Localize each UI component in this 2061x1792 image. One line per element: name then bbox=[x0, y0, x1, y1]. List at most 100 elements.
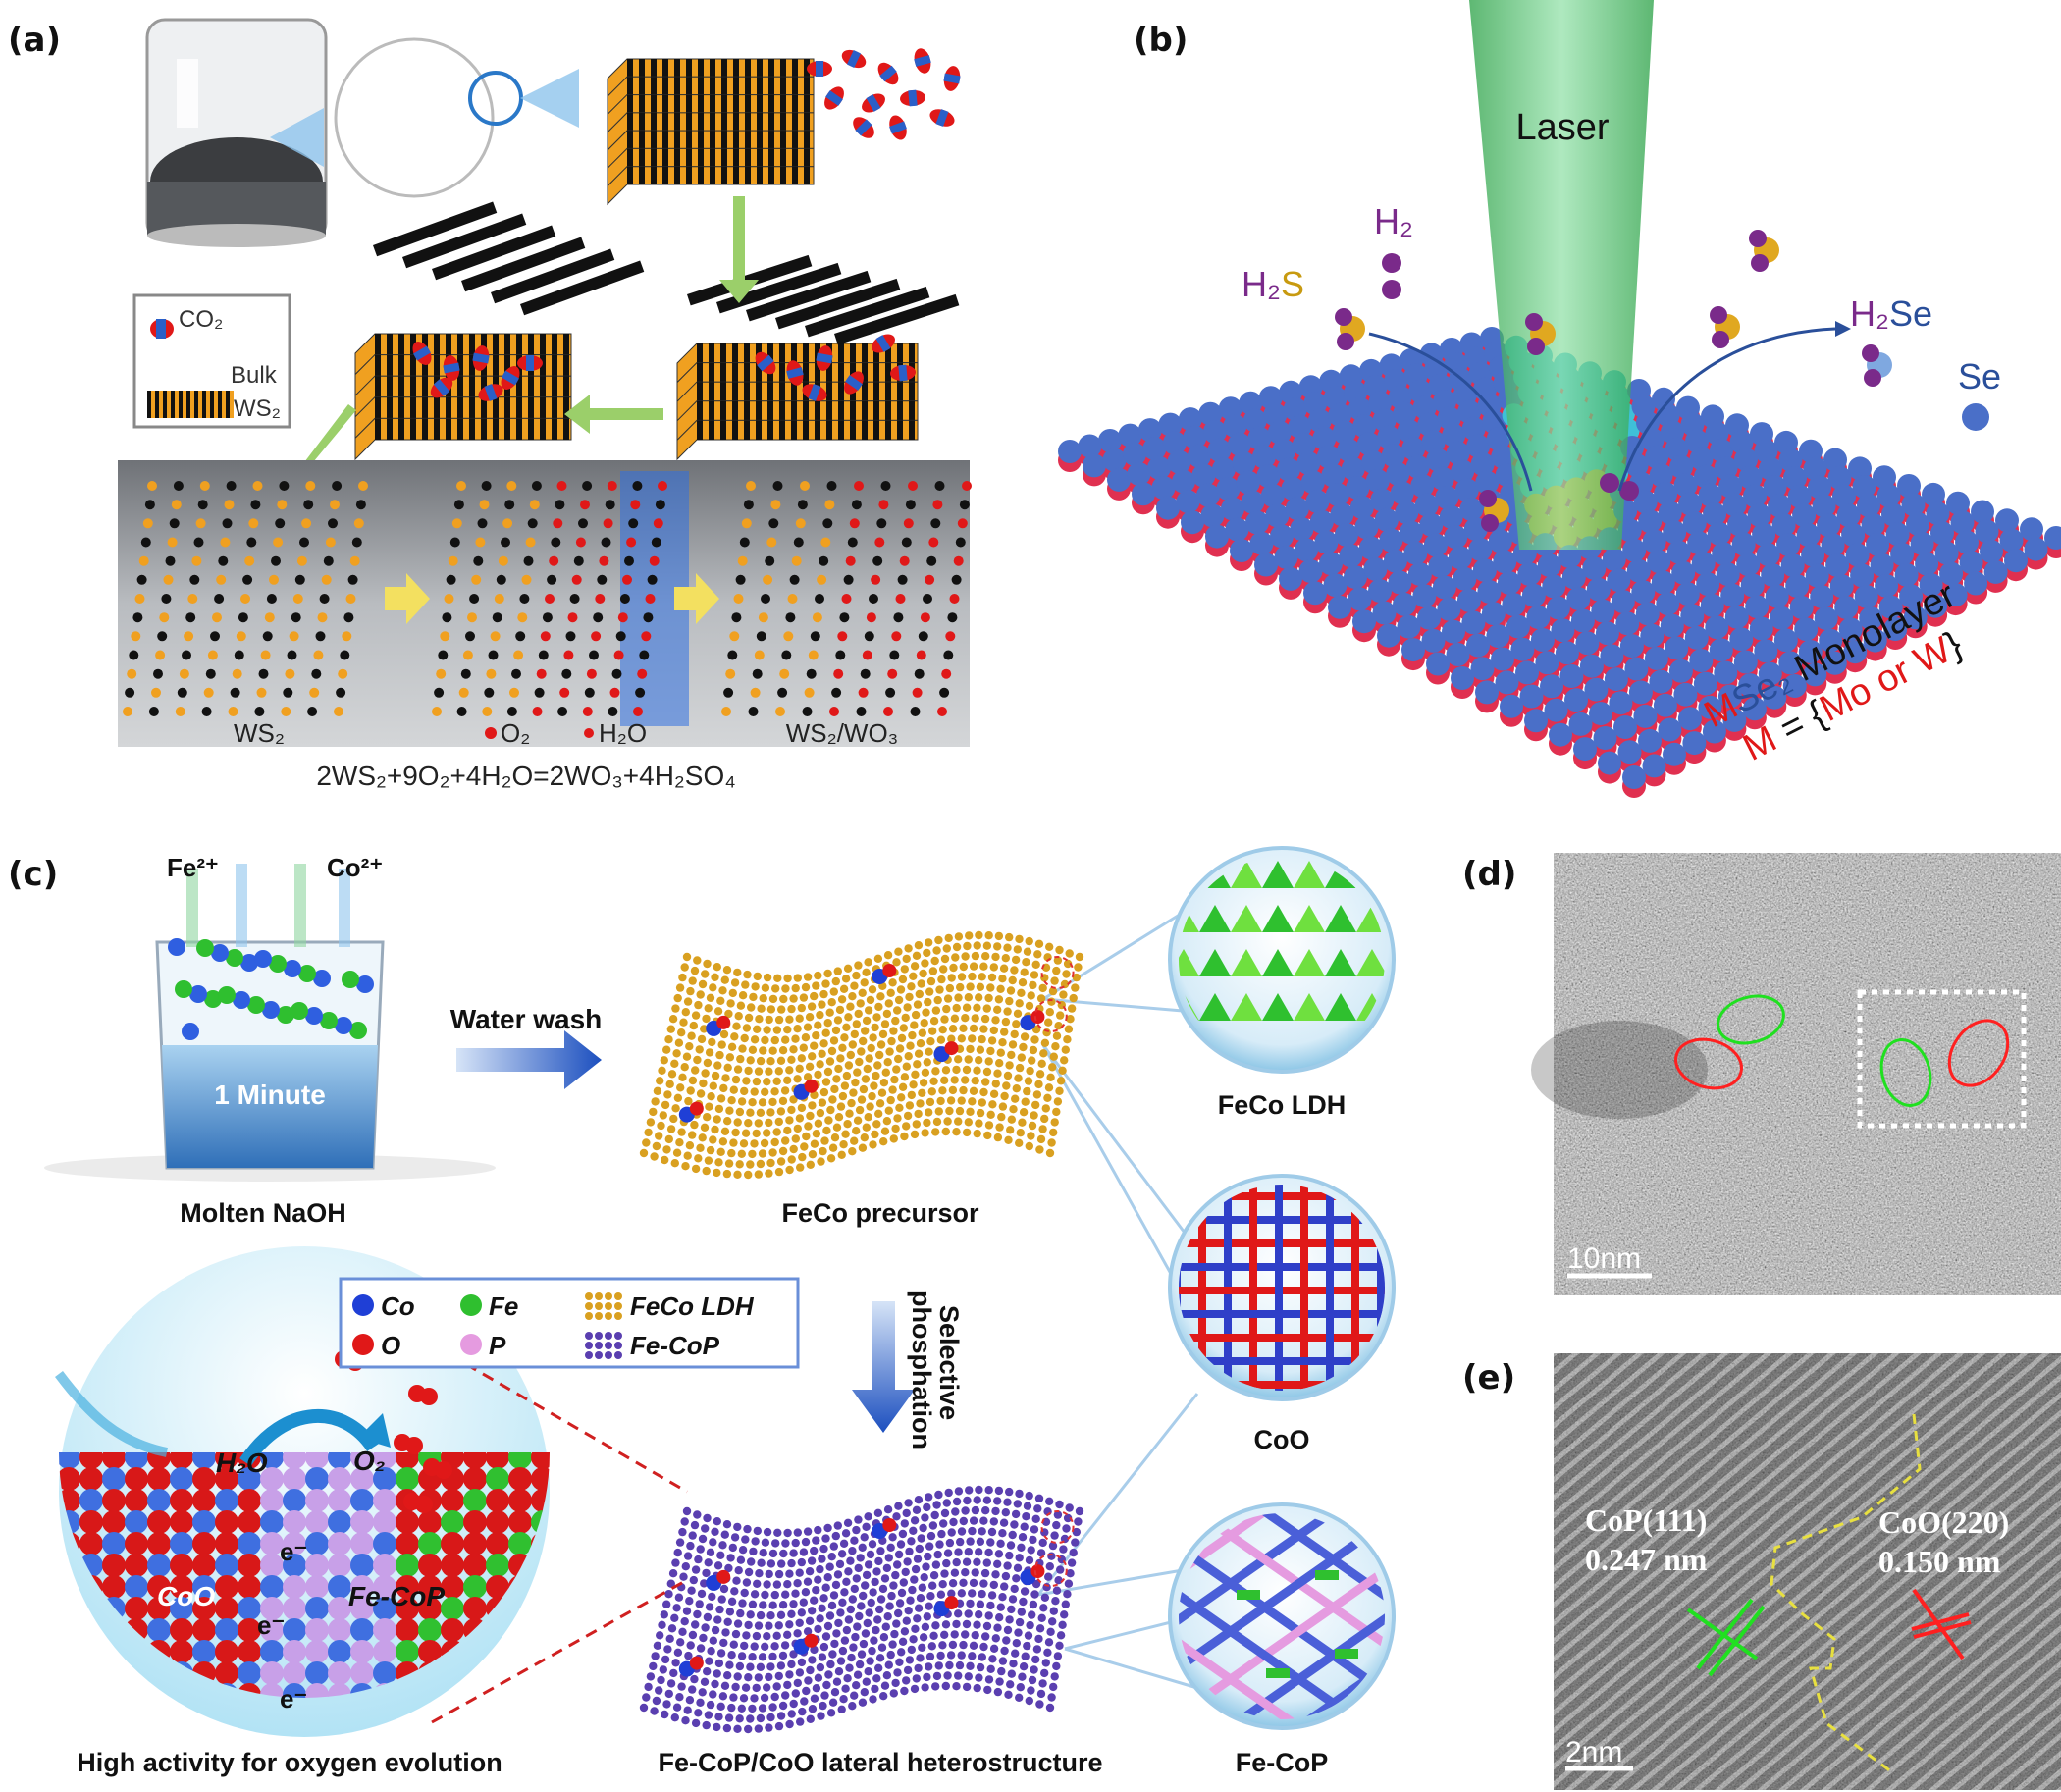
sheet-atom bbox=[978, 973, 986, 981]
sheet-atom bbox=[1071, 1538, 1080, 1547]
ws2-stripe bbox=[720, 400, 726, 421]
se-atom bbox=[1586, 577, 1611, 602]
sheet-atom bbox=[890, 1075, 899, 1084]
se-atom bbox=[1638, 509, 1663, 534]
sheet-atom bbox=[716, 996, 725, 1005]
sheet-atom bbox=[1035, 1070, 1045, 1079]
autoclave-jar-illustration bbox=[145, 18, 328, 247]
sheet-atom bbox=[871, 1684, 879, 1694]
ws2-stripe bbox=[756, 362, 762, 383]
sheet-atom bbox=[812, 981, 820, 990]
sheet-atom bbox=[925, 1097, 935, 1107]
sheet-atom bbox=[879, 1633, 889, 1642]
lattice-atom bbox=[571, 574, 582, 585]
sheet-atom bbox=[713, 1722, 721, 1732]
o-atom bbox=[1030, 1564, 1045, 1579]
sheet-atom bbox=[1027, 991, 1035, 1000]
sheet-atom bbox=[756, 1108, 766, 1118]
surface-atom bbox=[192, 1640, 216, 1663]
sheet-atom bbox=[908, 1030, 917, 1040]
sheet-atom bbox=[673, 1648, 683, 1658]
lattice-atom bbox=[517, 612, 528, 623]
sheet-atom bbox=[722, 1520, 732, 1529]
se-atom bbox=[1555, 641, 1579, 665]
sheet-atom bbox=[746, 1610, 755, 1619]
se-atom bbox=[1617, 740, 1642, 764]
ws2-stripe bbox=[469, 334, 475, 355]
lattice-atom bbox=[633, 707, 643, 716]
lattice-atom bbox=[651, 537, 661, 548]
sheet-atom bbox=[1025, 1696, 1034, 1706]
lattice-atom bbox=[864, 631, 874, 642]
sheet-atom bbox=[1017, 1608, 1027, 1616]
se-atom bbox=[1656, 592, 1680, 616]
sheet-atom bbox=[732, 1022, 741, 1030]
cop-lattice-marker bbox=[1686, 1598, 1766, 1677]
se-atom bbox=[1454, 478, 1479, 502]
lattice-atom bbox=[729, 631, 740, 642]
se-atom bbox=[1665, 437, 1689, 461]
sheet-atom bbox=[1052, 1107, 1061, 1117]
bond bbox=[1221, 1593, 1385, 1719]
bond bbox=[1351, 1185, 1359, 1391]
se-atom bbox=[1999, 528, 2024, 553]
sheet-atom bbox=[1027, 1686, 1035, 1695]
sheet-atom bbox=[748, 1045, 758, 1055]
legend-swatch bbox=[595, 1351, 603, 1359]
sheet-atom bbox=[704, 1558, 713, 1567]
sheet-atom bbox=[906, 1041, 915, 1050]
lattice-atom bbox=[812, 612, 822, 623]
surface-atom bbox=[260, 1618, 284, 1642]
surface-atom bbox=[305, 1489, 329, 1512]
lattice-atom bbox=[153, 668, 163, 679]
sheet-atom bbox=[900, 1686, 909, 1696]
ws2-stripe bbox=[850, 362, 856, 383]
lattice-atom bbox=[504, 500, 515, 510]
bond bbox=[1179, 1239, 1385, 1247]
se-atom bbox=[1530, 628, 1555, 652]
ws2-stripe bbox=[709, 420, 714, 440]
sheet-atom bbox=[829, 1542, 838, 1551]
ws2-stripe bbox=[804, 112, 810, 132]
ws2-stripe bbox=[757, 112, 763, 132]
o-atom bbox=[716, 1015, 731, 1029]
sheet-atom bbox=[948, 1025, 958, 1033]
sheet-atom bbox=[925, 1108, 933, 1117]
surface-atom bbox=[260, 1661, 284, 1685]
se-atom bbox=[1964, 571, 1988, 596]
ion bbox=[204, 990, 222, 1008]
sheet-atom bbox=[781, 1590, 790, 1599]
lattice-atom bbox=[758, 612, 768, 623]
sheet-atom bbox=[727, 1703, 736, 1713]
sheet-atom bbox=[774, 1167, 784, 1177]
sheet-atom bbox=[770, 1087, 779, 1096]
sheet-atom bbox=[910, 962, 920, 971]
lattice-atom bbox=[482, 707, 493, 716]
surface-atom bbox=[508, 1510, 532, 1534]
se-atom bbox=[1205, 524, 1229, 549]
sheet-atom bbox=[1003, 1007, 1012, 1016]
sheet-atom bbox=[715, 1605, 724, 1614]
sheet-atom bbox=[676, 1638, 685, 1647]
lattice-atom bbox=[193, 537, 204, 548]
lattice-atom bbox=[484, 687, 495, 698]
sheet-atom bbox=[672, 1703, 682, 1712]
sheet-atom bbox=[719, 1083, 728, 1093]
sheet-atom bbox=[1074, 1517, 1083, 1526]
sheet-atom bbox=[931, 1560, 941, 1569]
se-atom bbox=[1595, 621, 1619, 646]
se-atom bbox=[1123, 442, 1146, 466]
se-atom bbox=[1181, 510, 1204, 535]
se-atom bbox=[1236, 470, 1260, 495]
lattice-atom bbox=[800, 481, 810, 491]
ws2-stripe bbox=[697, 420, 703, 440]
sheet-atom bbox=[770, 1642, 779, 1651]
surface-atom bbox=[531, 1726, 555, 1750]
sheet-atom bbox=[919, 1523, 927, 1533]
lattice-atom bbox=[739, 537, 750, 548]
sheet-atom bbox=[1039, 1604, 1048, 1612]
sheet-atom bbox=[890, 1629, 899, 1639]
ws2-stripe bbox=[398, 418, 404, 440]
se-atom bbox=[1622, 538, 1647, 562]
se-atom bbox=[1098, 429, 1122, 452]
